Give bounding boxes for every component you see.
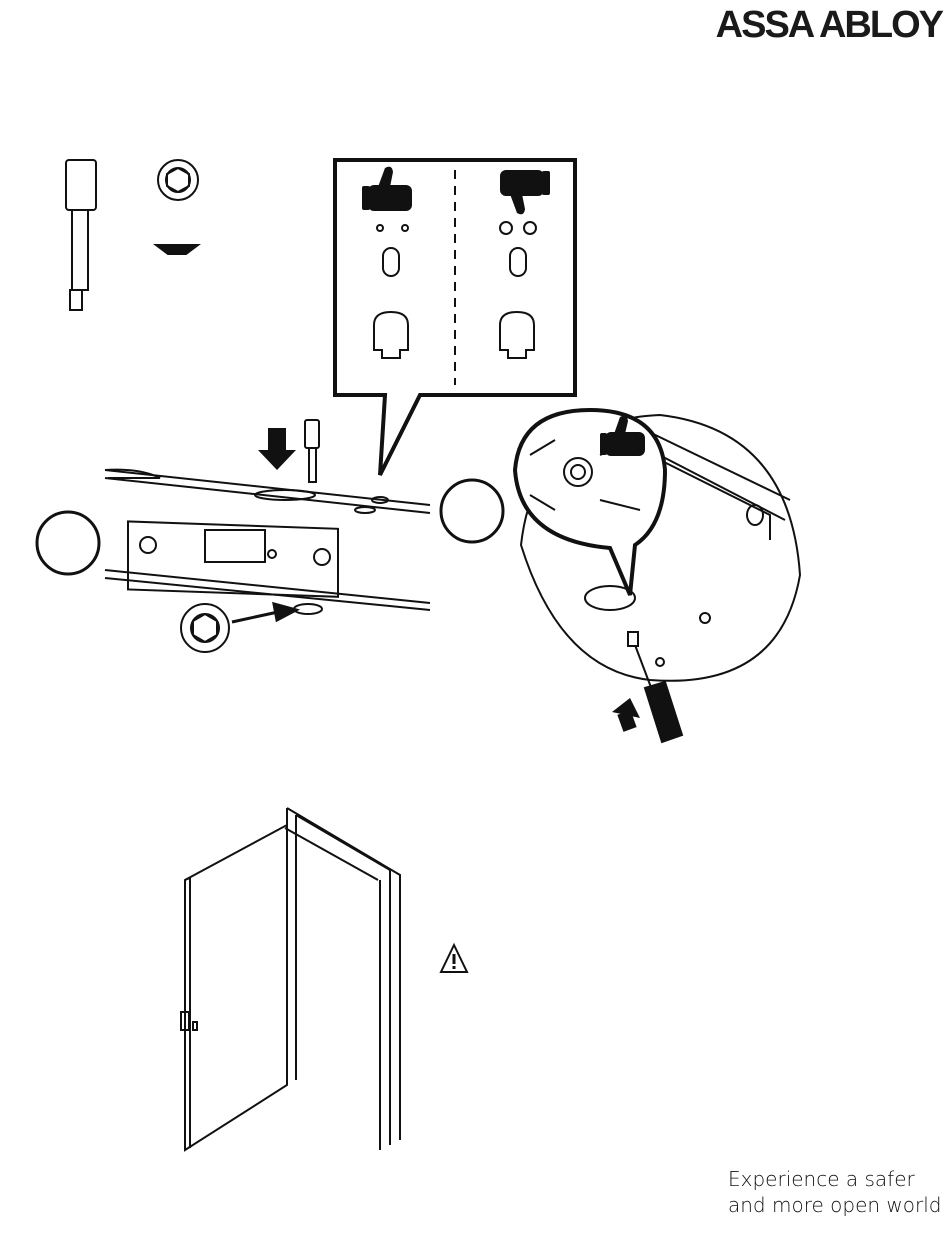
- door-frame: [285, 808, 400, 1150]
- arrow-down-icon: [258, 428, 296, 470]
- door-edge-step-1: [105, 470, 430, 610]
- drill-bit-inserted: [305, 420, 319, 482]
- screwdriver-tool: [628, 632, 682, 742]
- door-leaf: [181, 825, 287, 1150]
- step-2-marker: [441, 480, 503, 542]
- push-up-arrow: [612, 698, 640, 732]
- insert-arrow: [232, 604, 296, 622]
- cover-cap-step-1: [181, 604, 322, 652]
- step-1-marker: [37, 512, 99, 574]
- tagline-line-2: and more open world: [728, 1192, 942, 1218]
- warning-triangle-icon: [441, 945, 467, 972]
- fixing-plate-part: [156, 245, 198, 254]
- tagline-line-1: Experience a safer: [728, 1166, 942, 1192]
- tagline: Experience a safer and more open world: [728, 1166, 942, 1218]
- drill-bit-tool: [66, 160, 96, 310]
- cover-cap-part: [158, 160, 198, 200]
